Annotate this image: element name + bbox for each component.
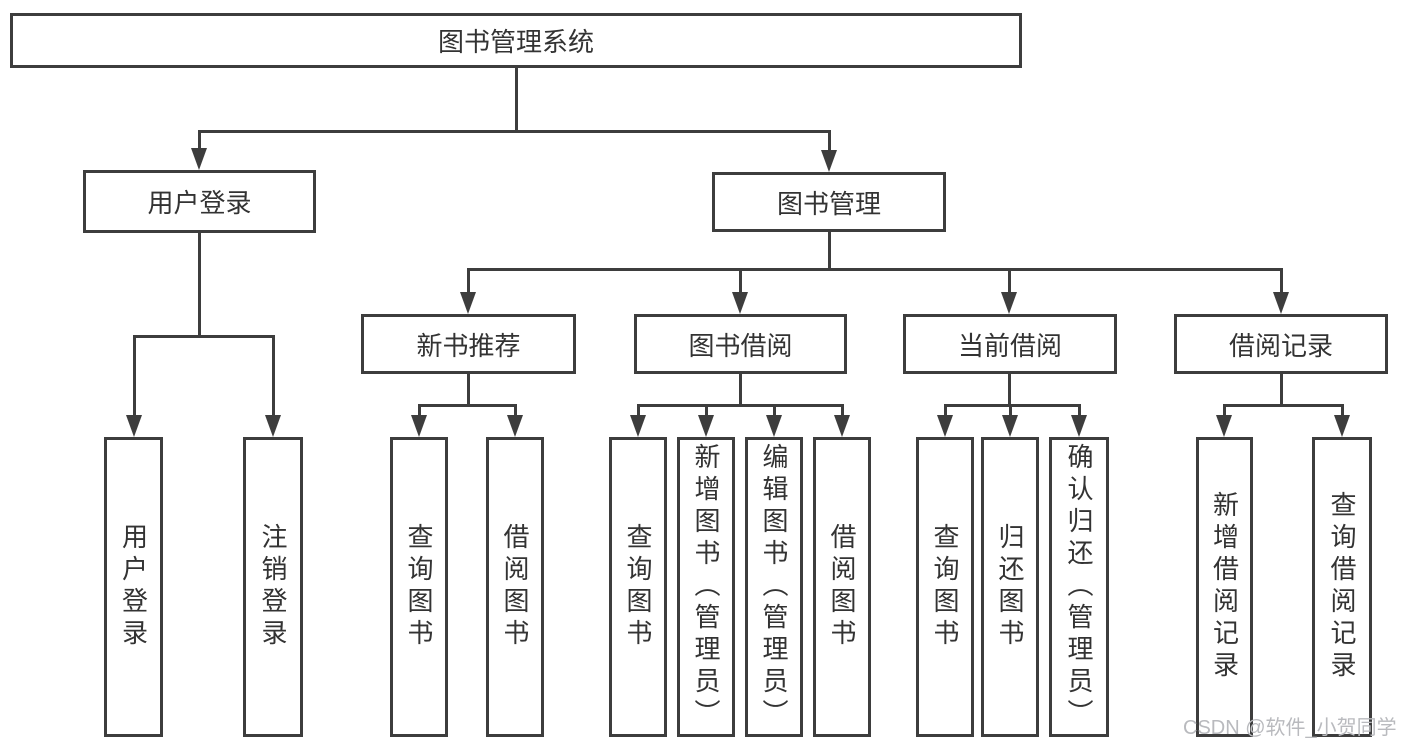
csdn-watermark: CSDN @软件_小贺同学 [1183, 717, 1397, 739]
connector-drop-book-mgmt [828, 130, 831, 154]
connector-drop-br-leaf-1 [1223, 404, 1226, 418]
leaf-label: 编辑图书（管理员） [759, 443, 789, 731]
connector-borrow-record-stem [1280, 374, 1283, 406]
node-root-label: 图书管理系统 [437, 27, 594, 57]
leaf-br-add-record: 新增借阅记录 [1196, 437, 1253, 737]
arrow-down-icon [191, 148, 207, 170]
node-current-borrow: 当前借阅 [903, 314, 1117, 374]
leaf-nb-borrow-book: 借阅图书 [486, 437, 544, 737]
node-user-login: 用户登录 [83, 170, 316, 233]
leaf-label: 查询借阅记录 [1327, 491, 1357, 683]
arrow-down-icon [1273, 292, 1289, 314]
connector-drop-login-leaf-2 [272, 335, 275, 419]
leaf-label: 借阅图书 [827, 523, 857, 651]
connector-drop-bb-leaf-1 [637, 404, 640, 418]
connector-book-mgmt-rail [467, 268, 1283, 271]
arrow-down-icon [1334, 415, 1350, 437]
arrow-down-icon [834, 415, 850, 437]
arrow-down-icon [126, 415, 142, 437]
connector-drop-cb-leaf-3 [1078, 404, 1081, 418]
leaf-bb-add-book-admin: 新增图书（管理员） [677, 437, 735, 737]
connector-drop-current-borrow [1008, 268, 1011, 294]
node-borrow-record: 借阅记录 [1174, 314, 1388, 374]
leaf-cb-confirm-return-admin: 确认归还（管理员） [1049, 437, 1109, 737]
leaf-cb-query-book: 查询图书 [916, 437, 974, 737]
connector-user-login-stem [198, 233, 201, 336]
leaf-label: 确认归还（管理员） [1064, 443, 1094, 731]
node-new-book-rec: 新书推荐 [361, 314, 576, 374]
leaf-label: 查询图书 [404, 523, 434, 651]
connector-new-book-rec-stem [467, 374, 470, 406]
connector-root-stem [515, 66, 518, 132]
leaf-label: 借阅图书 [500, 523, 530, 651]
node-borrow-record-label: 借阅记录 [1228, 330, 1333, 361]
leaf-cb-return-book: 归还图书 [981, 437, 1039, 737]
connector-drop-cb-leaf-2 [1009, 404, 1012, 418]
node-current-borrow-label: 当前借阅 [957, 330, 1062, 361]
leaf-label: 注销登录 [258, 523, 288, 651]
leaf-user-login-logout: 注销登录 [243, 437, 303, 737]
arrow-down-icon [265, 415, 281, 437]
arrow-down-icon [698, 415, 714, 437]
arrow-down-icon [1001, 292, 1017, 314]
arrow-down-icon [821, 150, 837, 172]
connector-drop-new-book-rec [467, 268, 470, 294]
connector-drop-book-borrow [739, 268, 742, 294]
leaf-label: 用户登录 [118, 523, 149, 651]
leaf-bb-edit-book-admin: 编辑图书（管理员） [745, 437, 803, 737]
connector-user-login-rail [133, 335, 275, 338]
arrow-down-icon [630, 415, 646, 437]
arrow-down-icon [1002, 415, 1018, 437]
node-user-login-label: 用户登录 [147, 188, 252, 218]
leaf-br-query-record: 查询借阅记录 [1312, 437, 1372, 737]
node-root: 图书管理系统 [10, 13, 1022, 68]
arrow-down-icon [1071, 415, 1087, 437]
connector-current-borrow-stem [1008, 374, 1011, 406]
arrow-down-icon [766, 415, 782, 437]
arrow-down-icon [507, 415, 523, 437]
connector-drop-cb-leaf-1 [944, 404, 947, 418]
node-book-borrow-label: 图书借阅 [688, 330, 793, 361]
leaf-label: 查询图书 [930, 523, 960, 651]
connector-drop-nb-leaf-1 [418, 404, 421, 418]
connector-book-borrow-stem [739, 374, 742, 406]
connector-drop-borrow-record [1280, 268, 1283, 294]
connector-level1-rail [198, 130, 831, 133]
node-book-borrow: 图书借阅 [634, 314, 847, 374]
node-book-mgmt: 图书管理 [712, 172, 946, 232]
connector-drop-user-login [198, 130, 201, 152]
node-new-book-rec-label: 新书推荐 [416, 330, 521, 361]
node-book-mgmt-label: 图书管理 [776, 188, 881, 219]
connector-drop-bb-leaf-4 [841, 404, 844, 418]
arrow-down-icon [937, 415, 953, 437]
arrow-down-icon [1216, 415, 1232, 437]
connector-book-mgmt-stem [828, 232, 831, 270]
connector-drop-nb-leaf-2 [514, 404, 517, 418]
arrow-down-icon [460, 292, 476, 314]
arrow-down-icon [411, 415, 427, 437]
connector-borrow-record-rail [1223, 404, 1344, 407]
connector-drop-bb-leaf-2 [705, 404, 708, 418]
connector-drop-bb-leaf-3 [773, 404, 776, 418]
leaf-label: 新增图书（管理员） [691, 443, 721, 731]
leaf-bb-borrow-book: 借阅图书 [813, 437, 871, 737]
arrow-down-icon [732, 292, 748, 314]
connector-current-borrow-rail [944, 404, 1081, 407]
leaf-nb-query-book: 查询图书 [390, 437, 448, 737]
connector-book-borrow-rail [637, 404, 844, 407]
leaf-label: 归还图书 [995, 523, 1025, 651]
leaf-label: 查询图书 [623, 523, 653, 651]
leaf-bb-query-book: 查询图书 [609, 437, 667, 737]
leaf-label: 新增借阅记录 [1209, 491, 1240, 683]
leaf-user-login-login: 用户登录 [104, 437, 163, 737]
connector-drop-br-leaf-2 [1341, 404, 1344, 418]
connector-drop-login-leaf-1 [133, 335, 136, 419]
connector-new-book-rec-rail [418, 404, 517, 407]
